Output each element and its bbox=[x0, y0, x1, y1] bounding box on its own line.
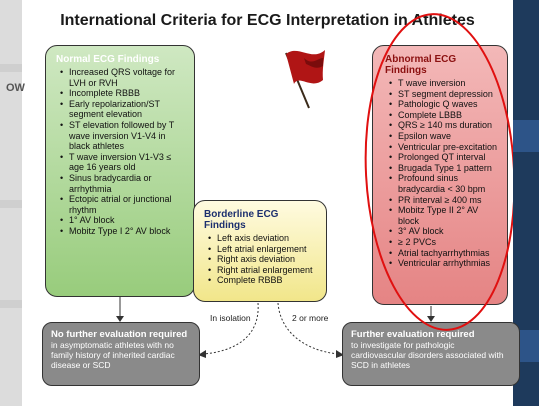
list-item: T wave inversion bbox=[389, 78, 499, 89]
further-evaluation-box: Further evaluation required to investiga… bbox=[342, 322, 520, 386]
abnormal-heading: Abnormal ECG Findings bbox=[385, 54, 457, 76]
no-further-evaluation-box: No further evaluation required in asympt… bbox=[42, 322, 200, 386]
branch-label-2-or-more: 2 or more bbox=[292, 313, 329, 323]
list-item: ST elevation followed by T wave inversio… bbox=[60, 120, 186, 152]
arrowhead-icon bbox=[198, 350, 206, 358]
abnormal-list: T wave inversion ST segment depression P… bbox=[385, 78, 499, 269]
branch-label-in-isolation: In isolation bbox=[210, 313, 251, 323]
list-item: 1° AV block bbox=[60, 215, 186, 226]
red-flag-icon bbox=[285, 50, 325, 109]
no-further-title: No further evaluation required bbox=[51, 329, 188, 340]
list-item: Profound sinus bradycardia < 30 bpm bbox=[389, 173, 499, 194]
list-item: Atrial tachyarrhythmias bbox=[389, 248, 499, 259]
normal-heading: Normal ECG Findings bbox=[56, 54, 160, 65]
background-divider bbox=[0, 300, 22, 308]
list-item: ≥ 2 PVCs bbox=[389, 237, 499, 248]
list-item: Sinus bradycardia or arrhythmia bbox=[60, 173, 186, 194]
list-item: Left atrial enlargement bbox=[208, 244, 318, 255]
list-item: Increased QRS voltage for LVH or RVH bbox=[60, 67, 186, 88]
further-title: Further evaluation required bbox=[351, 329, 475, 340]
list-item: 3° AV block bbox=[389, 226, 499, 237]
list-item: Ectopic atrial or junctional rhythm bbox=[60, 194, 186, 215]
background-text-fragment: OW bbox=[6, 82, 25, 94]
arrowhead-icon bbox=[336, 350, 344, 358]
list-item: Complete RBBB bbox=[208, 275, 318, 286]
list-item: Epsilon wave bbox=[389, 131, 499, 142]
list-item: Early repolarization/ST segment elevatio… bbox=[60, 99, 186, 120]
list-item: Left axis deviation bbox=[208, 233, 318, 244]
list-item: Brugada Type 1 pattern bbox=[389, 163, 499, 174]
abnormal-findings-box: Abnormal ECG Findings T wave inversion S… bbox=[372, 45, 508, 305]
list-item: Ventricular arrhythmias bbox=[389, 258, 499, 269]
list-item: Right axis deviation bbox=[208, 254, 318, 265]
list-item: Mobitz Type I 2° AV block bbox=[60, 226, 186, 237]
further-text: to investigate for pathologic cardiovasc… bbox=[351, 340, 504, 370]
borderline-heading: Borderline ECG Findings bbox=[204, 209, 279, 231]
list-item: Prolonged QT interval bbox=[389, 152, 499, 163]
no-further-text: in asymptomatic athletes with no family … bbox=[51, 340, 175, 370]
list-item: Mobitz Type II 2° AV block bbox=[389, 205, 499, 226]
list-item: Right atrial enlargement bbox=[208, 265, 318, 276]
borderline-findings-box: Borderline ECG Findings Left axis deviat… bbox=[193, 200, 327, 302]
list-item: T wave inversion V1-V3 ≤ age 16 years ol… bbox=[60, 152, 186, 173]
normal-findings-box: Normal ECG Findings Increased QRS voltag… bbox=[45, 45, 195, 297]
list-item: QRS ≥ 140 ms duration bbox=[389, 120, 499, 131]
arrow-2-or-more bbox=[277, 302, 339, 355]
background-left-panel bbox=[0, 0, 22, 406]
list-item: Complete LBBB bbox=[389, 110, 499, 121]
list-item: ST segment depression bbox=[389, 89, 499, 100]
slide: International Criteria for ECG Interpret… bbox=[22, 0, 520, 406]
list-item: Ventricular pre-excitation bbox=[389, 142, 499, 153]
background-divider bbox=[0, 64, 22, 72]
background-band bbox=[513, 120, 539, 152]
arrow-in-isolation bbox=[203, 302, 259, 355]
borderline-list: Left axis deviation Left atrial enlargem… bbox=[204, 233, 318, 286]
list-item: Incomplete RBBB bbox=[60, 88, 186, 99]
list-item: Pathologic Q waves bbox=[389, 99, 499, 110]
normal-list: Increased QRS voltage for LVH or RVH Inc… bbox=[56, 67, 186, 237]
arrowhead-icon bbox=[116, 316, 124, 322]
background-divider bbox=[0, 200, 22, 208]
list-item: PR interval ≥ 400 ms bbox=[389, 195, 499, 206]
